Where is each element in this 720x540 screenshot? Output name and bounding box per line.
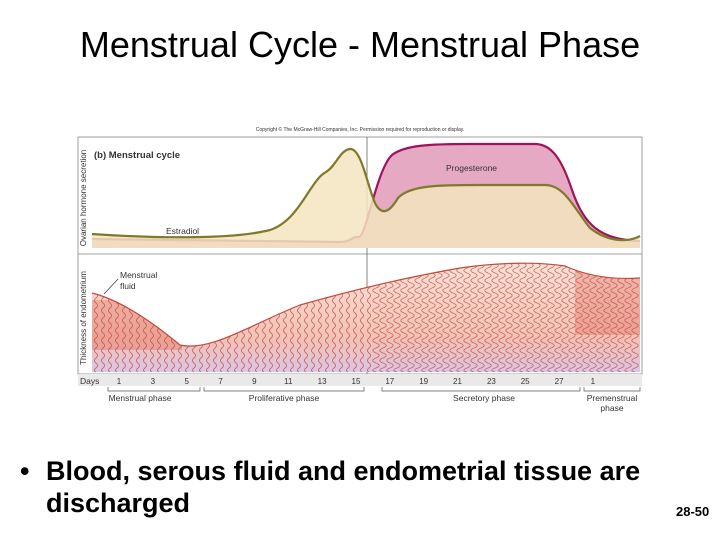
bullet-item: • Blood, serous fluid and endometrial ti… (20, 455, 680, 519)
endometrial-gland (484, 263, 492, 372)
slide-title: Menstrual Cycle - Menstrual Phase (79, 24, 641, 65)
endometrial-gland (491, 263, 499, 372)
endometrial-gland (547, 263, 555, 372)
day-tick-label: 27 (555, 377, 564, 386)
endometrial-gland (463, 263, 471, 372)
menstrual-fluid-pointer (103, 278, 119, 295)
endometrial-gland (561, 263, 569, 372)
endometrium-axis-label: Thickness of endometrium (79, 271, 88, 365)
day-tick-label: 17 (385, 377, 394, 386)
progesterone-label: Progesterone (446, 163, 497, 173)
day-tick-label: 5 (184, 377, 189, 386)
endometrial-gland (554, 263, 562, 372)
estradiol-label: Estradiol (166, 226, 199, 236)
day-tick-label: 13 (318, 377, 327, 386)
secretory-phase-label: Secretory phase (453, 393, 515, 403)
menstrual-phase-label: Menstrual phase (109, 393, 172, 403)
endometrial-gland (435, 263, 443, 372)
day-tick-label: 21 (453, 377, 462, 386)
menstrual-fluid-label-2: fluid (120, 281, 136, 291)
endometrial-gland (512, 263, 520, 372)
endometrial-gland (540, 263, 548, 372)
premenstrual-phase-label-2: phase (600, 403, 623, 413)
day-tick-label: 1 (117, 377, 122, 386)
copyright-text: Copyright © The McGraw-Hill Companies, I… (256, 126, 465, 133)
panel-title: (b) Menstrual cycle (94, 150, 180, 161)
day-tick-label: 23 (487, 377, 496, 386)
estradiol-curve (91, 147, 641, 242)
endometrial-gland (498, 263, 506, 372)
slide-number: 28-50 (676, 504, 710, 519)
proliferative-phase-label: Proliferative phase (249, 393, 320, 403)
endometrial-gland (568, 263, 576, 372)
day-tick-label: 9 (252, 377, 257, 386)
days-label: Days (80, 376, 99, 386)
hormone-axis-label: Ovarian hormone secretion (79, 150, 88, 247)
endometrial-gland (456, 263, 464, 372)
endometrial-gland (470, 263, 478, 372)
bullet-text: Blood, serous fluid and endometrial tiss… (46, 456, 641, 518)
menstrual-fluid-label-1: Menstrual (120, 270, 157, 280)
bullet-marker: • (20, 456, 30, 486)
days-band (78, 374, 642, 386)
endometrial-gland (519, 263, 527, 372)
endometrial-gland (575, 263, 583, 372)
endometrial-gland (449, 263, 457, 372)
day-tick-label: 19 (419, 377, 428, 386)
endometrial-gland (505, 263, 513, 372)
day-tick-label: 15 (352, 377, 361, 386)
endometrial-gland (477, 263, 485, 372)
endometrial-gland (533, 263, 541, 372)
day-tick-label: 1 (591, 377, 596, 386)
day-tick-label: 11 (284, 377, 293, 386)
endometrial-gland (526, 263, 534, 372)
premenstrual-phase-label-1: Premenstrual (587, 393, 638, 403)
phase-brackets (107, 387, 641, 392)
menstrual-cycle-figure: Copyright © The McGraw-Hill Companies, I… (77, 126, 643, 413)
day-tick-label: 7 (218, 377, 223, 386)
endometrial-gland (442, 263, 450, 372)
estradiol-area (92, 148, 640, 248)
day-tick-label: 3 (151, 377, 156, 386)
endometrium-illustration (91, 262, 641, 372)
day-tick-label: 25 (521, 377, 530, 386)
